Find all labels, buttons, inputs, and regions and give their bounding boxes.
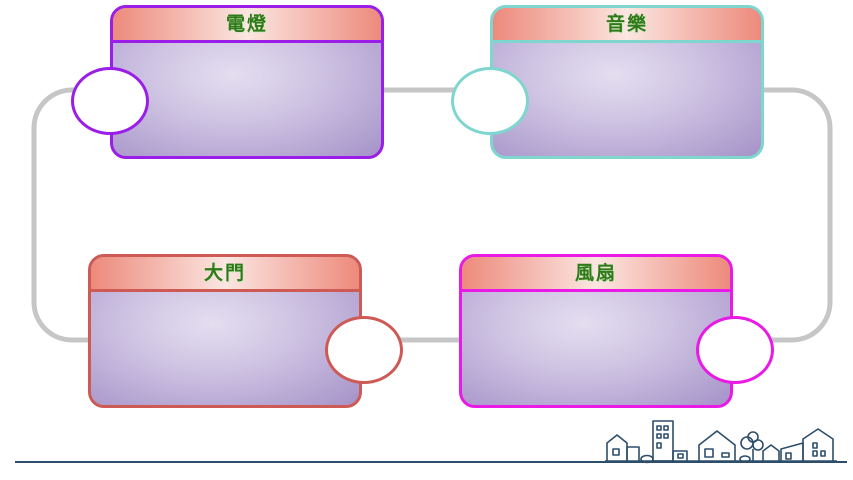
port-lamp xyxy=(71,67,149,135)
card-fan-title: 風扇 xyxy=(462,257,730,292)
card-music-title: 音樂 xyxy=(493,8,761,43)
port-music xyxy=(451,67,529,135)
card-fan: 風扇 xyxy=(459,254,733,408)
town-skyline-icon xyxy=(605,420,837,464)
loop-path xyxy=(31,87,833,343)
card-door: 大門 xyxy=(88,254,362,408)
card-lamp: 電燈 xyxy=(110,5,384,159)
port-fan xyxy=(696,316,774,384)
card-music: 音樂 xyxy=(490,5,764,159)
port-door xyxy=(325,316,403,384)
card-door-title: 大門 xyxy=(91,257,359,292)
footer-rule xyxy=(15,461,847,463)
card-lamp-title: 電燈 xyxy=(113,8,381,43)
